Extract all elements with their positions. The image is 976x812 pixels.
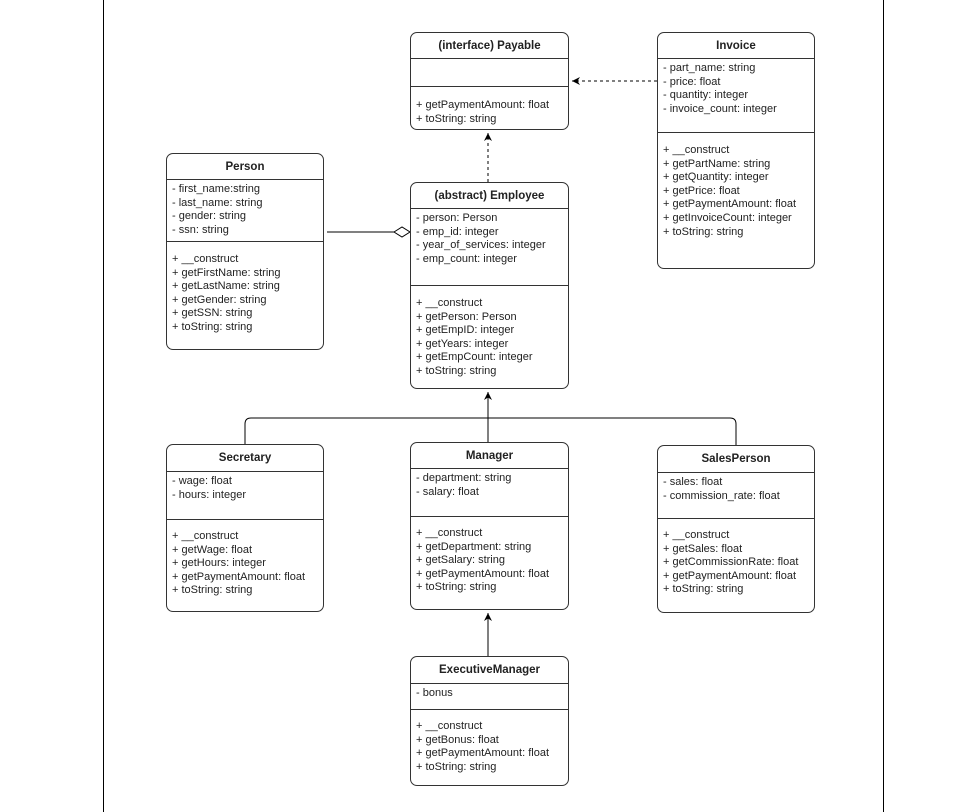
attributes-section: - bonus xyxy=(411,684,568,710)
attribute: - part_name: string xyxy=(663,62,756,74)
method: + getEmpID: integer xyxy=(416,324,515,337)
method: + getSalary: string xyxy=(416,554,505,567)
method: + getYears: integer xyxy=(416,337,509,350)
method: + __construct xyxy=(663,529,730,541)
class-employee[interactable]: (abstract) Employee - person: Person - e… xyxy=(410,182,569,389)
method: + getPaymentAmount: float xyxy=(416,99,549,111)
methods-section: + __construct + getSales: float + getCom… xyxy=(658,519,814,600)
attribute: - salary: float xyxy=(416,485,479,498)
method: + getLastName: string xyxy=(172,280,280,293)
method: + __construct xyxy=(172,253,239,265)
attribute: - invoice_count: integer xyxy=(663,102,777,115)
method: + getEmpCount: integer xyxy=(416,351,533,364)
attributes-section: - person: Person - emp_id: integer - yea… xyxy=(411,209,568,286)
class-name: ExecutiveManager xyxy=(411,657,568,684)
attribute: - year_of_services: integer xyxy=(416,239,546,252)
attribute: - price: float xyxy=(663,75,721,88)
inheritance-bus xyxy=(244,417,737,445)
method: + toString: string xyxy=(663,583,744,596)
class-name: Manager xyxy=(411,443,568,469)
class-name: Person xyxy=(167,154,323,180)
methods-section: + __construct + getWage: float + getHour… xyxy=(167,520,323,601)
attribute: - quantity: integer xyxy=(663,89,748,102)
method: + getPrice: float xyxy=(663,184,740,197)
attribute: - emp_count: integer xyxy=(416,252,517,265)
attribute: - emp_id: integer xyxy=(416,225,499,238)
class-name: (interface) Payable xyxy=(411,33,568,59)
method: + __construct xyxy=(416,720,483,732)
method: + getCommissionRate: float xyxy=(663,556,799,569)
class-invoice[interactable]: Invoice - part_name: string - price: flo… xyxy=(657,32,815,269)
method: + toString: string xyxy=(172,320,253,333)
attribute: - hours: integer xyxy=(172,488,246,501)
class-payable[interactable]: (interface) Payable + getPaymentAmount: … xyxy=(410,32,569,130)
method: + getDepartment: string xyxy=(416,540,532,553)
method: + toString: string xyxy=(416,112,497,125)
method: + getHours: integer xyxy=(172,557,266,570)
method: + toString: string xyxy=(663,225,744,238)
methods-section: + __construct + getBonus: float + getPay… xyxy=(411,710,568,777)
methods-section: + __construct + getFirstName: string + g… xyxy=(167,242,323,338)
method: + toString: string xyxy=(416,760,497,773)
method: + __construct xyxy=(416,297,483,309)
method: + getPaymentAmount: float xyxy=(663,569,796,582)
method: + getInvoiceCount: integer xyxy=(663,211,792,224)
method: + getPartName: string xyxy=(663,157,771,170)
method: + getQuantity: integer xyxy=(663,171,769,184)
attribute: - wage: float xyxy=(172,475,232,487)
class-executive-manager[interactable]: ExecutiveManager - bonus + __construct +… xyxy=(410,656,569,786)
attributes-section: - sales: float - commission_rate: float xyxy=(658,473,814,519)
class-salesperson[interactable]: SalesPerson - sales: float - commission_… xyxy=(657,445,815,613)
methods-section: + getPaymentAmount: float + toString: st… xyxy=(411,87,568,129)
methods-section: + __construct + getPerson: Person + getE… xyxy=(411,286,568,382)
attribute: - department: string xyxy=(416,472,512,484)
attribute: - bonus xyxy=(416,687,453,699)
method: + getGender: string xyxy=(172,293,267,306)
frame-right-border xyxy=(883,0,884,812)
attributes-section: - wage: float - hours: integer xyxy=(167,472,323,520)
attribute: - first_name:string xyxy=(172,183,261,195)
attribute: - sales: float xyxy=(663,476,723,488)
method: + toString: string xyxy=(416,364,497,377)
method: + __construct xyxy=(663,144,730,156)
attribute: - last_name: string xyxy=(172,196,263,209)
class-person[interactable]: Person - first_name:string - last_name: … xyxy=(166,153,324,350)
attribute: - commission_rate: float xyxy=(663,489,780,502)
attributes-section xyxy=(411,59,568,87)
class-name: Secretary xyxy=(167,445,323,472)
attributes-section: - department: string - salary: float xyxy=(411,469,568,517)
method: + __construct xyxy=(172,530,239,542)
method: + getBonus: float xyxy=(416,733,499,746)
method: + getSSN: string xyxy=(172,307,253,320)
class-name: Invoice xyxy=(658,33,814,59)
attributes-section: - part_name: string - price: float - qua… xyxy=(658,59,814,133)
attribute: - person: Person xyxy=(416,212,498,224)
method: + getPaymentAmount: float xyxy=(172,570,305,583)
method: + toString: string xyxy=(172,584,253,597)
aggregation-diamond xyxy=(393,226,411,238)
attributes-section: - first_name:string - last_name: string … xyxy=(167,180,323,242)
class-name: SalesPerson xyxy=(658,446,814,473)
class-manager[interactable]: Manager - department: string - salary: f… xyxy=(410,442,569,610)
method: + getPaymentAmount: float xyxy=(416,747,549,760)
method: + getWage: float xyxy=(172,543,253,556)
attribute: - gender: string xyxy=(172,210,246,223)
method: + getSales: float xyxy=(663,542,743,555)
method: + getPaymentAmount: float xyxy=(416,567,549,580)
method: + toString: string xyxy=(416,581,497,594)
class-name: (abstract) Employee xyxy=(411,183,568,209)
method: + getPaymentAmount: float xyxy=(663,198,796,211)
methods-section: + __construct + getPartName: string + ge… xyxy=(658,133,814,242)
class-secretary[interactable]: Secretary - wage: float - hours: integer… xyxy=(166,444,324,612)
method: + getFirstName: string xyxy=(172,266,281,279)
attribute: - ssn: string xyxy=(172,223,229,236)
methods-section: + __construct + getDepartment: string + … xyxy=(411,517,568,598)
method: + getPerson: Person xyxy=(416,310,517,323)
method: + __construct xyxy=(416,527,483,539)
frame-left-border xyxy=(103,0,104,812)
